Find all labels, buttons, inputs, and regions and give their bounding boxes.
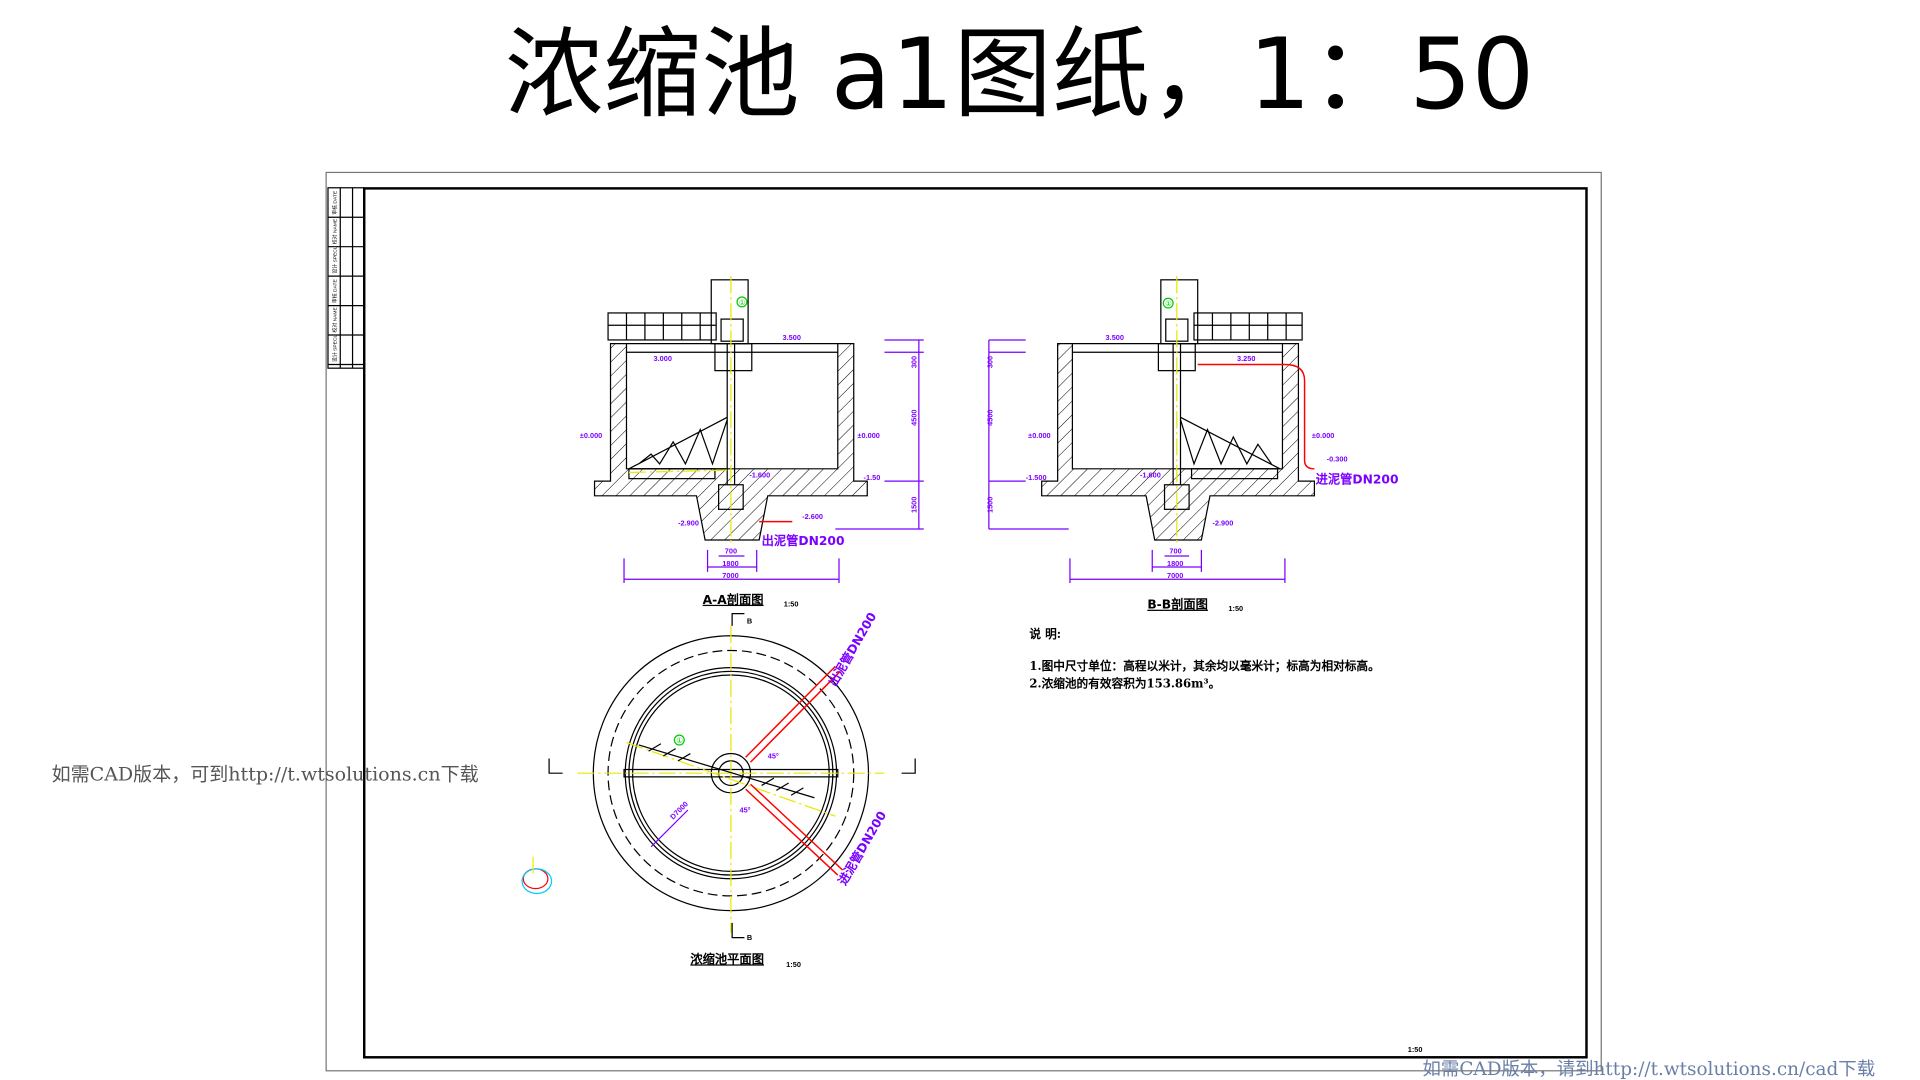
plan-view: ① B B 出泥管DN200 进泥管DN200 D7000 45° 45° 浓缩…: [521, 610, 916, 969]
inlet-pipe: [1197, 363, 1315, 470]
title-block-cell: 设计 SPECL: [332, 246, 339, 274]
note-item: 1.图中尺寸单位：高程以米计，其余均以毫米计；标高为相对标高。: [1029, 659, 1379, 673]
watermark-left[interactable]: 如需CAD版本，可到http://t.wtsolutions.cn下载: [52, 764, 479, 786]
marker-label: ①: [739, 298, 746, 307]
tank-wall: [1041, 343, 1316, 541]
marker-label: ①: [1165, 299, 1172, 308]
notes-heading: 说 明:: [1029, 627, 1061, 641]
section-letter: B: [747, 933, 752, 942]
level-text: -2.900: [1212, 518, 1233, 527]
plan-caption: 浓缩池平面图: [690, 951, 764, 966]
watermark-bottom[interactable]: 如需CAD版本，请到http://t.wtsolutions.cn/cad下载: [1422, 1059, 1875, 1080]
scraper-arm: [638, 743, 815, 799]
scraper-truss: [1179, 416, 1281, 470]
bridge-walkway: [607, 312, 717, 341]
dim-text: 4500: [986, 409, 995, 425]
sheet-scale: 1:50: [1408, 1045, 1423, 1054]
marker-label: ①: [676, 736, 683, 745]
level-text: 3.500: [1106, 333, 1124, 342]
pipe-label: 进泥管DN200: [1316, 472, 1399, 487]
dim-text: 1800: [1167, 559, 1183, 568]
plan-scale: 1:50: [786, 960, 801, 969]
section-letter: B: [747, 616, 752, 625]
angle-text: 45°: [740, 805, 751, 814]
inlet-pipe-plan: [745, 783, 844, 876]
title-block: 审核 DATE 校对 NAME 设计 SPECL 审核 DATE 校对 NAME…: [327, 187, 365, 369]
section-mark-top: [731, 613, 745, 626]
level-text: -2.900: [678, 518, 699, 527]
dim-text: 300: [909, 356, 918, 368]
drive-motor: [720, 318, 744, 342]
dim-text: 4500: [909, 409, 918, 425]
section-aa: ① 300 4500 1500 700 1800 7000 3.500 3.00…: [580, 276, 924, 608]
title-block-cell: 审核 DATE: [332, 279, 339, 304]
dimension-lines-horizontal: [623, 549, 840, 583]
note-item: 2.浓缩池的有效容积为153.86m³。: [1029, 676, 1220, 690]
dim-text: 1500: [909, 497, 918, 513]
outer-sheet-border: [325, 171, 1602, 1072]
dimension-lines-vertical: [988, 339, 1069, 530]
level-text: ±0.000: [580, 431, 602, 440]
dim-text: 700: [1169, 547, 1181, 556]
section-caption: A-A剖面图: [703, 592, 764, 607]
outlet-label: 出泥管DN200: [825, 610, 879, 689]
level-text: ±0.000: [857, 431, 879, 440]
dim-text: 1800: [722, 559, 738, 568]
section-bb: ① 300 4500 1500 700 1800 7000 3.500 3.25…: [986, 276, 1399, 613]
title-block-cell: 设计 SPECL: [332, 335, 339, 363]
outlet-pipe-plan: [745, 665, 841, 763]
page-title: 浓缩池 a1图纸，1：50: [505, 18, 1534, 132]
level-text: -1.50: [864, 473, 881, 482]
level-text: -2.600: [802, 512, 823, 521]
pipe-label: 出泥管DN200: [762, 533, 845, 548]
section-caption: B-B剖面图: [1147, 597, 1208, 612]
section-mark-left: [548, 758, 563, 774]
dim-text: 1500: [986, 497, 995, 513]
inlet-label: 进泥管DN200: [835, 808, 889, 887]
scraper-truss: [628, 416, 728, 470]
dim-text: 7000: [1167, 571, 1183, 580]
marker-circle: [736, 296, 748, 308]
dim-text: 300: [986, 356, 995, 368]
notes: 说 明: 1.图中尺寸单位：高程以米计，其余均以毫米计；标高为相对标高。 2.浓…: [1029, 627, 1379, 690]
bridge-walkway: [1193, 312, 1303, 341]
inner-drawing-border: [362, 187, 1588, 1059]
north-arrow-icon: [521, 856, 553, 895]
dim-text: 700: [725, 547, 737, 556]
dimension-lines-vertical: [835, 339, 924, 530]
tank-wall: [593, 343, 868, 541]
section-scale: 1:50: [1228, 604, 1243, 613]
level-text: -1.600: [749, 470, 770, 479]
level-text: -1.500: [1026, 473, 1047, 482]
level-text: 3.500: [782, 333, 800, 342]
level-text: -0.300: [1327, 454, 1348, 463]
dimension-lines-horizontal: [1069, 549, 1286, 583]
title-block-cell: 审核 DATE: [332, 190, 339, 215]
section-mark-bottom: [731, 922, 745, 939]
level-text: 3.250: [1237, 354, 1255, 363]
title-block-cell: 校对 NAME: [332, 218, 339, 244]
level-text: ±0.000: [1028, 431, 1050, 440]
level-text: ±0.000: [1312, 431, 1334, 440]
dim-text: 7000: [722, 571, 738, 580]
level-text: -1.600: [1140, 470, 1161, 479]
title-block-cell: 校对 NAME: [332, 307, 339, 333]
level-text: 3.000: [654, 354, 672, 363]
angle-text: 45°: [768, 751, 779, 760]
section-scale: 1:50: [784, 599, 799, 608]
section-mark-right: [901, 758, 916, 774]
